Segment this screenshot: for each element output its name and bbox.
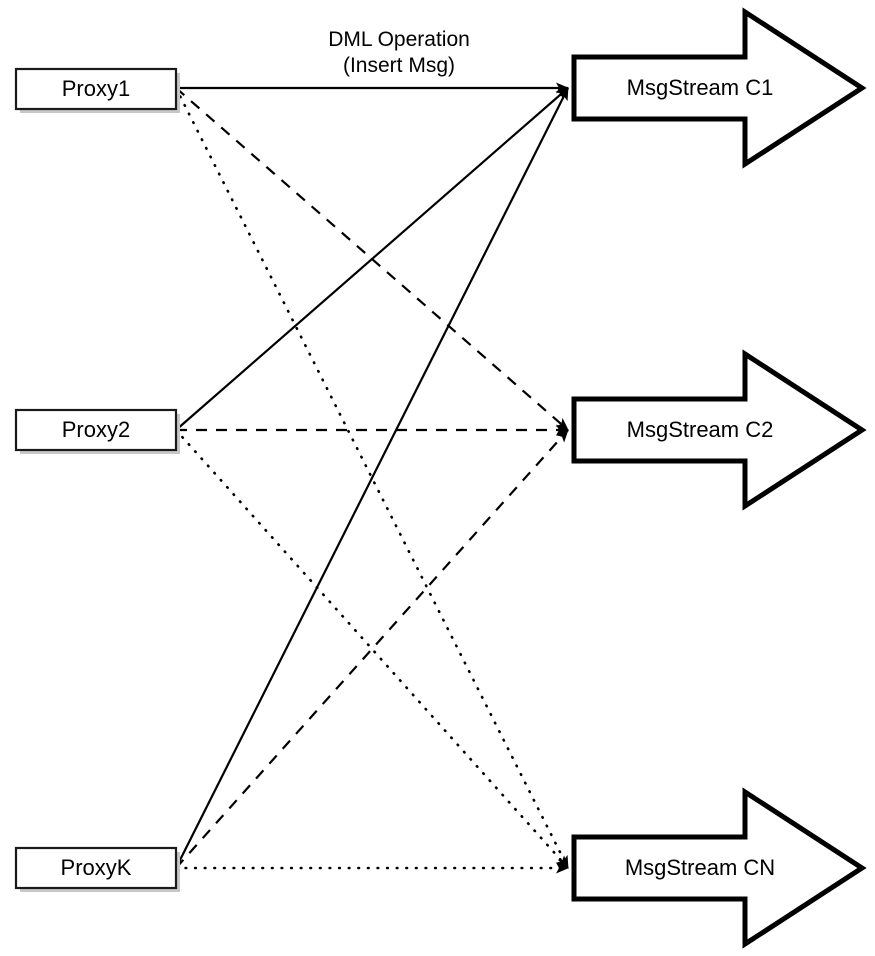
msgstream-label: MsgStream C2 xyxy=(627,417,774,442)
edge-proxyK-to-stream_c1 xyxy=(175,87,569,869)
msgstream-label: MsgStream CN xyxy=(625,855,775,880)
proxy-label: ProxyK xyxy=(61,855,132,880)
msgstream-label: MsgStream C1 xyxy=(627,75,774,100)
proxy-label: Proxy2 xyxy=(62,417,130,442)
block-arrow-icon xyxy=(571,7,867,169)
edge-proxyK-to-stream_c2 xyxy=(175,429,569,869)
block-arrow-icon xyxy=(571,349,867,511)
msgstream-node-stream_cn[interactable]: MsgStream CN xyxy=(571,787,867,949)
edge-proxy2-to-stream_c1 xyxy=(175,87,569,431)
block-arrow-icon xyxy=(571,787,867,949)
edge-caption-line2: (Insert Msg) xyxy=(343,54,455,77)
proxy-box-outline xyxy=(14,408,178,452)
proxy-node-proxy1[interactable]: Proxy1 xyxy=(14,67,180,113)
edge-proxy2-to-stream_cn xyxy=(174,428,570,870)
proxy-box-outline xyxy=(14,846,178,890)
msgstream-node-stream_c1[interactable]: MsgStream C1 xyxy=(571,7,867,169)
proxy-box-outline xyxy=(14,67,178,111)
edge-proxy1-to-stream_cn xyxy=(174,86,570,870)
proxy-node-proxyk[interactable]: ProxyK xyxy=(14,846,180,892)
proxy-label: Proxy1 xyxy=(62,76,130,101)
msgstream-node-stream_c2[interactable]: MsgStream C2 xyxy=(571,349,867,511)
stream-nodes-layer: MsgStream C1 MsgStream C2 MsgStream CN xyxy=(571,7,867,949)
edge-caption-group: DML Operation (Insert Msg) xyxy=(328,28,470,77)
edge-caption-line1: DML Operation xyxy=(328,28,470,51)
proxy-node-proxy2[interactable]: Proxy2 xyxy=(14,408,180,454)
edges-layer xyxy=(174,82,570,874)
